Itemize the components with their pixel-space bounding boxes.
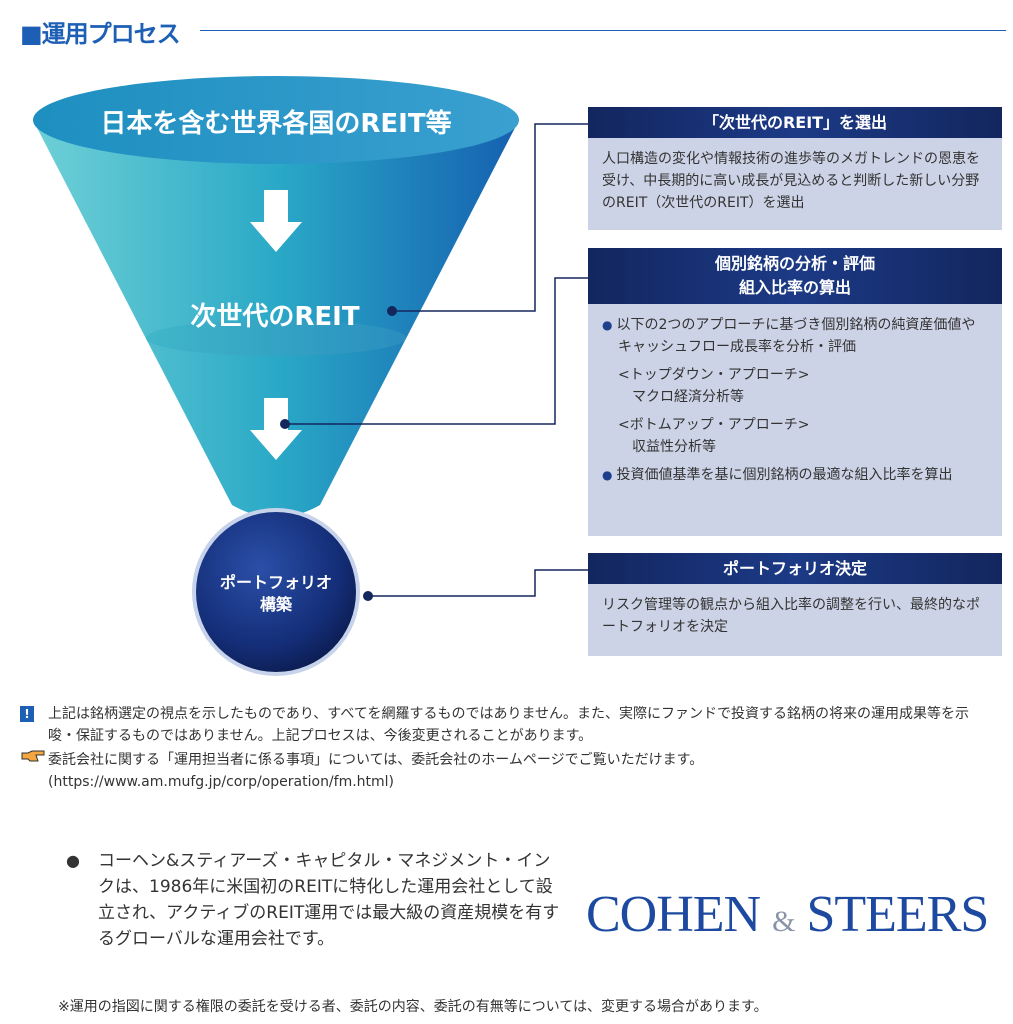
step-body: 人口構造の変化や情報技術の進歩等のメガトレンドの恩恵を受け、中長期的に高い成長が… xyxy=(602,151,980,211)
company-text: コーヘン&スティアーズ・キャピタル・マネジメント・インクは、1986年に米国初の… xyxy=(98,851,560,949)
connector-dot xyxy=(387,306,397,316)
step-header: ポートフォリオ決定 xyxy=(588,553,1002,584)
approach-detail: マクロ経済分析等 xyxy=(632,389,744,405)
portfolio-label-line2: 構築 xyxy=(259,595,292,614)
arrow-down-icon xyxy=(250,190,302,252)
company-description: ● コーヘン&スティアーズ・キャピタル・マネジメント・インクは、1986年に米国… xyxy=(66,848,566,952)
step-header: 「次世代のREIT」を選出 xyxy=(588,107,1002,138)
funnel-middle-label: 次世代のREIT xyxy=(190,302,360,332)
notes: ! 上記は銘柄選定の視点を示したものであり、すべてを網羅するものではありません。… xyxy=(20,703,970,793)
arrow-down-icon xyxy=(250,398,302,460)
pointer-note: 委託会社に関する「運用担当者に係る事項」については、委託会社のホームページでご覧… xyxy=(48,752,704,768)
step-box-analysis: 個別銘柄の分析・評価 組入比率の算出 以下の2つのアプローチに基づき個別銘柄の純… xyxy=(588,248,1002,536)
bullet-item: 投資価値基準を基に個別銘柄の最適な組入比率を算出 xyxy=(602,464,988,486)
connector-lines xyxy=(285,123,590,597)
portfolio-label-line1: ポートフォリオ xyxy=(219,573,332,592)
bullet-item: 以下の2つのアプローチに基づき個別銘柄の純資産価値やキャッシュフロー成長率を分析… xyxy=(602,314,988,358)
funnel-body xyxy=(33,120,519,518)
step-header-line1: 個別銘柄の分析・評価 xyxy=(714,254,875,273)
cohen-steers-logo: COHEN & STEERS xyxy=(586,886,989,943)
process-funnel-diagram xyxy=(33,76,590,676)
approach-detail: 収益性分析等 xyxy=(632,439,716,455)
step-box-portfolio: ポートフォリオ決定 リスク管理等の観点から組入比率の調整を行い、最終的なポートフ… xyxy=(588,553,1002,656)
bullet-icon: ● xyxy=(66,851,80,870)
warning-icon: ! xyxy=(20,706,34,722)
connector-dot xyxy=(363,591,373,601)
warning-note: 上記は銘柄選定の視点を示したものであり、すべてを網羅するものではありません。また… xyxy=(48,706,970,744)
step-body: リスク管理等の観点から組入比率の調整を行い、最終的なポートフォリオを決定 xyxy=(602,597,980,635)
pointing-hand-icon xyxy=(21,750,45,762)
approach-label: <ボトムアップ・アプローチ> xyxy=(618,417,810,433)
step-header-line2: 組入比率の算出 xyxy=(738,278,851,297)
funnel-top-ellipse xyxy=(33,76,519,164)
funnel-top-label: 日本を含む世界各国のREIT等 xyxy=(100,109,452,139)
section-title: ■運用プロセス xyxy=(20,20,181,48)
footnote: ※運用の指図に関する権限の委託を受ける者、委託の内容、委託の有無等については、変… xyxy=(58,999,768,1015)
portfolio-label: ポートフォリオ 構築 xyxy=(196,572,356,616)
funnel-middle-ellipse xyxy=(146,320,406,356)
homepage-url[interactable]: (https://www.am.mufg.jp/corp/operation/f… xyxy=(48,774,395,790)
approach-label: <トップダウン・アプローチ> xyxy=(618,367,810,383)
step-box-select: 「次世代のREIT」を選出 人口構造の変化や情報技術の進歩等のメガトレンドの恩恵… xyxy=(588,107,1002,230)
connector-dot xyxy=(280,419,290,429)
title-divider xyxy=(200,30,1006,31)
